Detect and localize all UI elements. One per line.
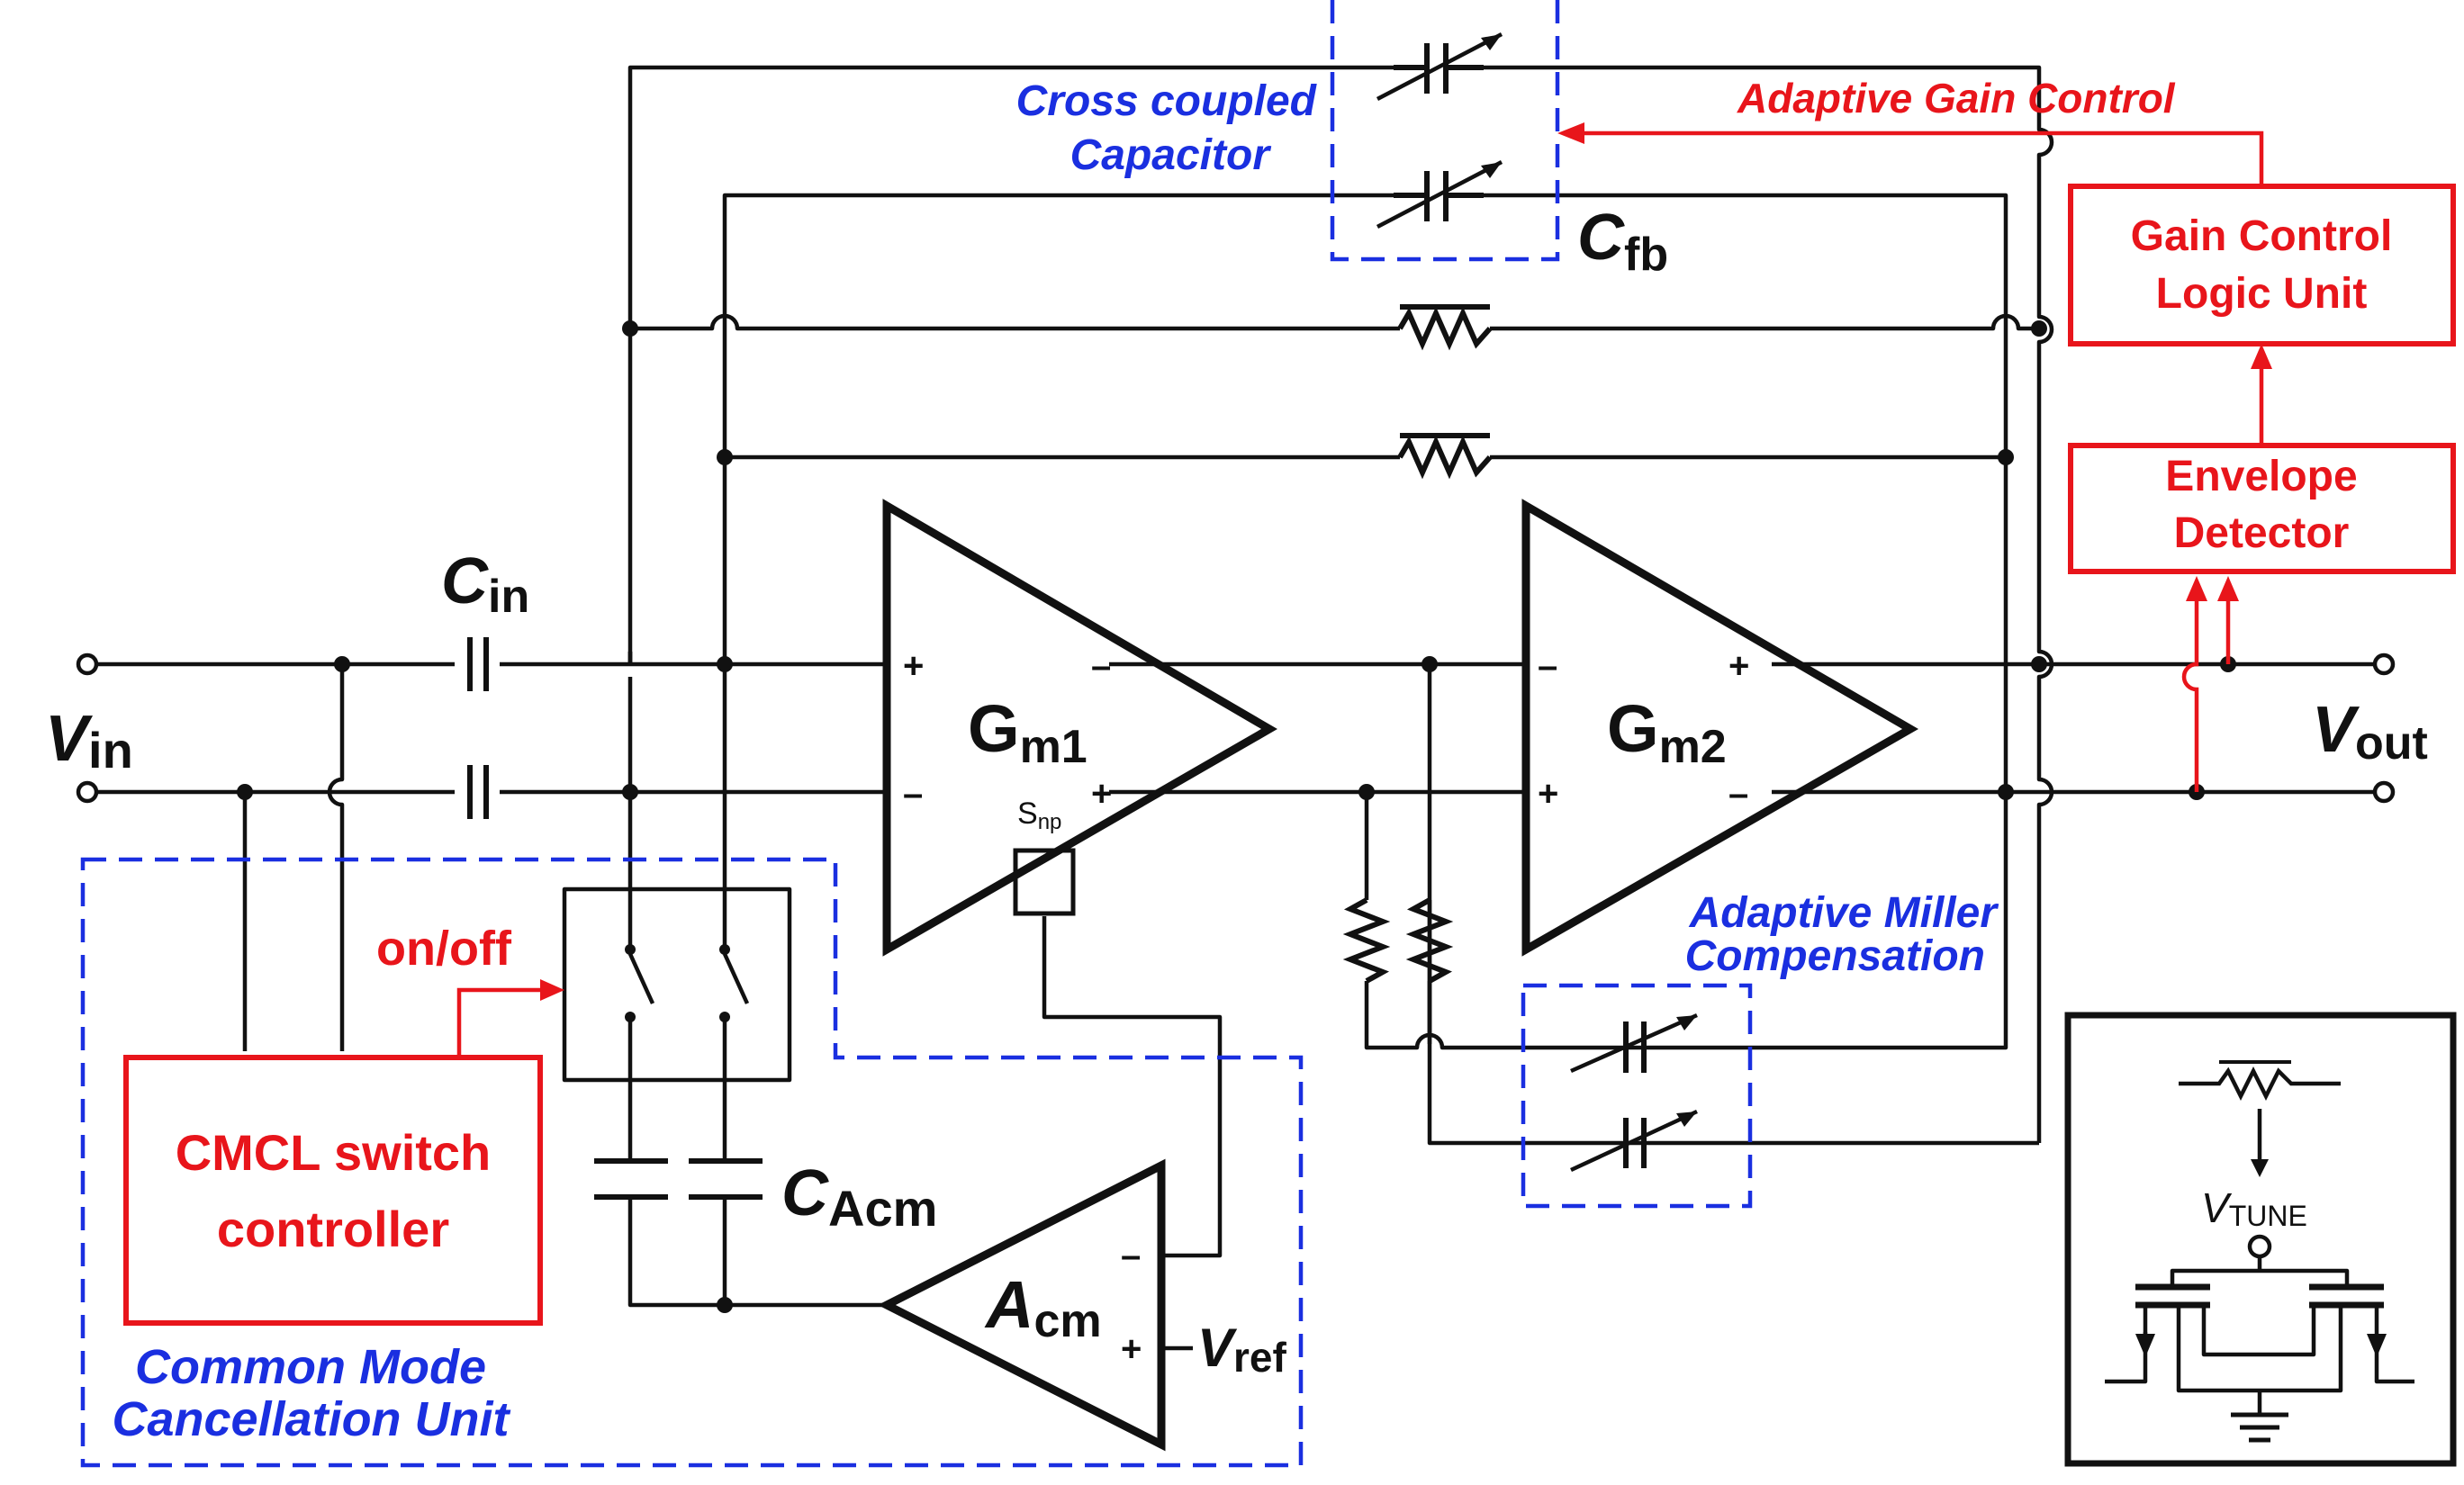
miller-variable-caps [1570, 1012, 1698, 1173]
cin-label: Cin [441, 545, 529, 623]
gm2-plus-out: + [1728, 646, 1749, 686]
cross-coupled-text-2: Capacitor [1070, 131, 1272, 179]
on-off-label: on/off [376, 922, 512, 976]
acm-label: Acm [984, 1267, 1102, 1347]
gm2-minus-in: – [1538, 646, 1557, 686]
cross-coupled-text-1: Cross coupled [1016, 77, 1318, 125]
common-mode-text-2: Cancellation Unit [112, 1392, 510, 1446]
gm1-amplifier [882, 499, 1277, 957]
acm-plus: + [1121, 1329, 1142, 1369]
cmcl-text-2: controller [217, 1201, 449, 1257]
input-capacitors [467, 637, 489, 819]
cmcl-controller-box [123, 1055, 543, 1326]
gm1-label: Gm1 [968, 691, 1088, 773]
vtune-inset [2064, 1012, 2457, 1467]
acm-minus: – [1121, 1236, 1141, 1275]
labels: Vin Vout Cin Cfb CAcm Gm1 Gm2 Acm Vref S… [45, 75, 2428, 1446]
acm-amplifier [878, 1158, 1166, 1452]
adaptive-miller-text-2: Compensation [1685, 932, 1985, 980]
cross-coupled-variable-caps [1376, 32, 1503, 229]
cacm-label: CAcm [781, 1157, 937, 1237]
vtune-label: VTUNE [2201, 1184, 2307, 1232]
junction-dots [237, 320, 2236, 1313]
snp-port [1013, 848, 1076, 916]
cross-coupled-region [1330, 0, 1560, 262]
terminals [76, 652, 2396, 804]
gm2-label: Gm2 [1607, 691, 1727, 773]
gm1-minus-out: – [1091, 646, 1111, 686]
cmcl-switch-box [562, 886, 792, 1083]
common-mode-text-1: Common Mode [135, 1340, 486, 1394]
vout-label: Vout [2312, 694, 2428, 770]
acm-capacitors [594, 1158, 763, 1200]
cmcl-text-1: CMCL switch [176, 1124, 492, 1181]
control-path [123, 122, 2456, 1326]
adaptive-gain-control-label: Adaptive Gain Control [1737, 75, 2176, 122]
gm1-plus-in: + [903, 646, 924, 686]
bias-resistors [1342, 897, 1454, 984]
gm1-minus-in: – [903, 774, 923, 814]
feedback-resistors [1397, 304, 1493, 480]
cfb-label: Cfb [1577, 202, 1668, 281]
gm2-minus-out: – [1728, 774, 1748, 814]
miller-region [1521, 983, 1753, 1209]
gm1-plus-out: + [1091, 774, 1112, 814]
snp-label: Snp [1017, 796, 1061, 834]
adaptive-miller-text-1: Adaptive Miller [1689, 889, 1999, 937]
envelope-text-2: Detector [2174, 509, 2350, 557]
gain-control-logic-box [2068, 184, 2456, 346]
gain-control-text-1: Gain Control [2131, 212, 2393, 260]
envelope-text-1: Envelope [2165, 453, 2357, 500]
gm2-amplifier [1521, 499, 1919, 957]
vin-label: Vin [45, 703, 133, 778]
common-mode-region [80, 857, 1304, 1468]
gm2-plus-in: + [1538, 774, 1558, 814]
gain-control-text-2: Logic Unit [2156, 270, 2368, 318]
vref-label: Vref [1197, 1318, 1287, 1381]
wiring [87, 65, 2377, 1351]
